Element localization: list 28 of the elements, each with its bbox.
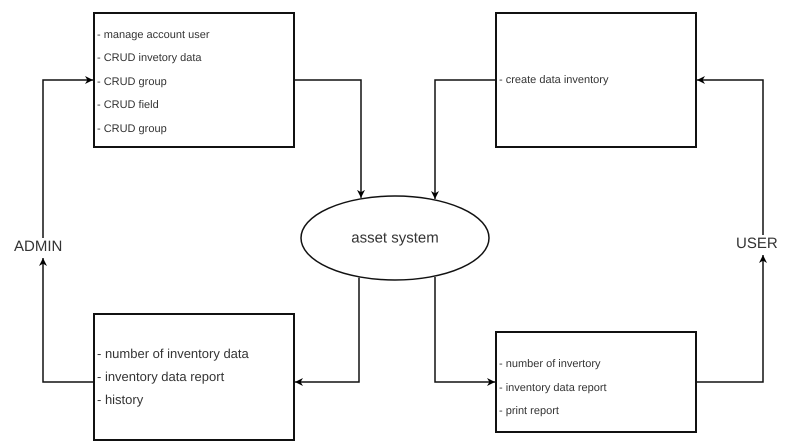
box-text: - number of invertory [499, 358, 602, 372]
process-box [495, 12, 697, 148]
box-text: - create data inventory [499, 74, 610, 88]
box-text: - number of inventory data [97, 345, 250, 363]
arrow [434, 277, 495, 386]
box-text: - print report [499, 405, 560, 419]
box-text: - CRUD group [97, 122, 168, 137]
process-box [93, 313, 295, 441]
arrow [295, 79, 365, 198]
box-text: - CRUD invetory data [97, 52, 203, 66]
box-text: - history [97, 391, 144, 409]
system-ellipse [300, 195, 490, 281]
system-label: asset system [350, 230, 440, 246]
actor-label: ADMIN [14, 238, 74, 258]
arrow [697, 76, 764, 235]
arrow [697, 255, 767, 383]
arrow [39, 258, 93, 383]
process-box [93, 12, 295, 148]
arrow [42, 76, 93, 238]
arrow [431, 79, 495, 199]
box-text: - CRUD group [97, 76, 168, 90]
box-text: - manage account user [97, 29, 211, 43]
box-text: - inventory data report [499, 382, 608, 396]
arrow [295, 278, 360, 386]
box-text: - inventory data report [97, 368, 226, 386]
actor-label: USER [736, 235, 790, 255]
process-box [495, 331, 697, 433]
box-text: - CRUD field [97, 99, 160, 114]
